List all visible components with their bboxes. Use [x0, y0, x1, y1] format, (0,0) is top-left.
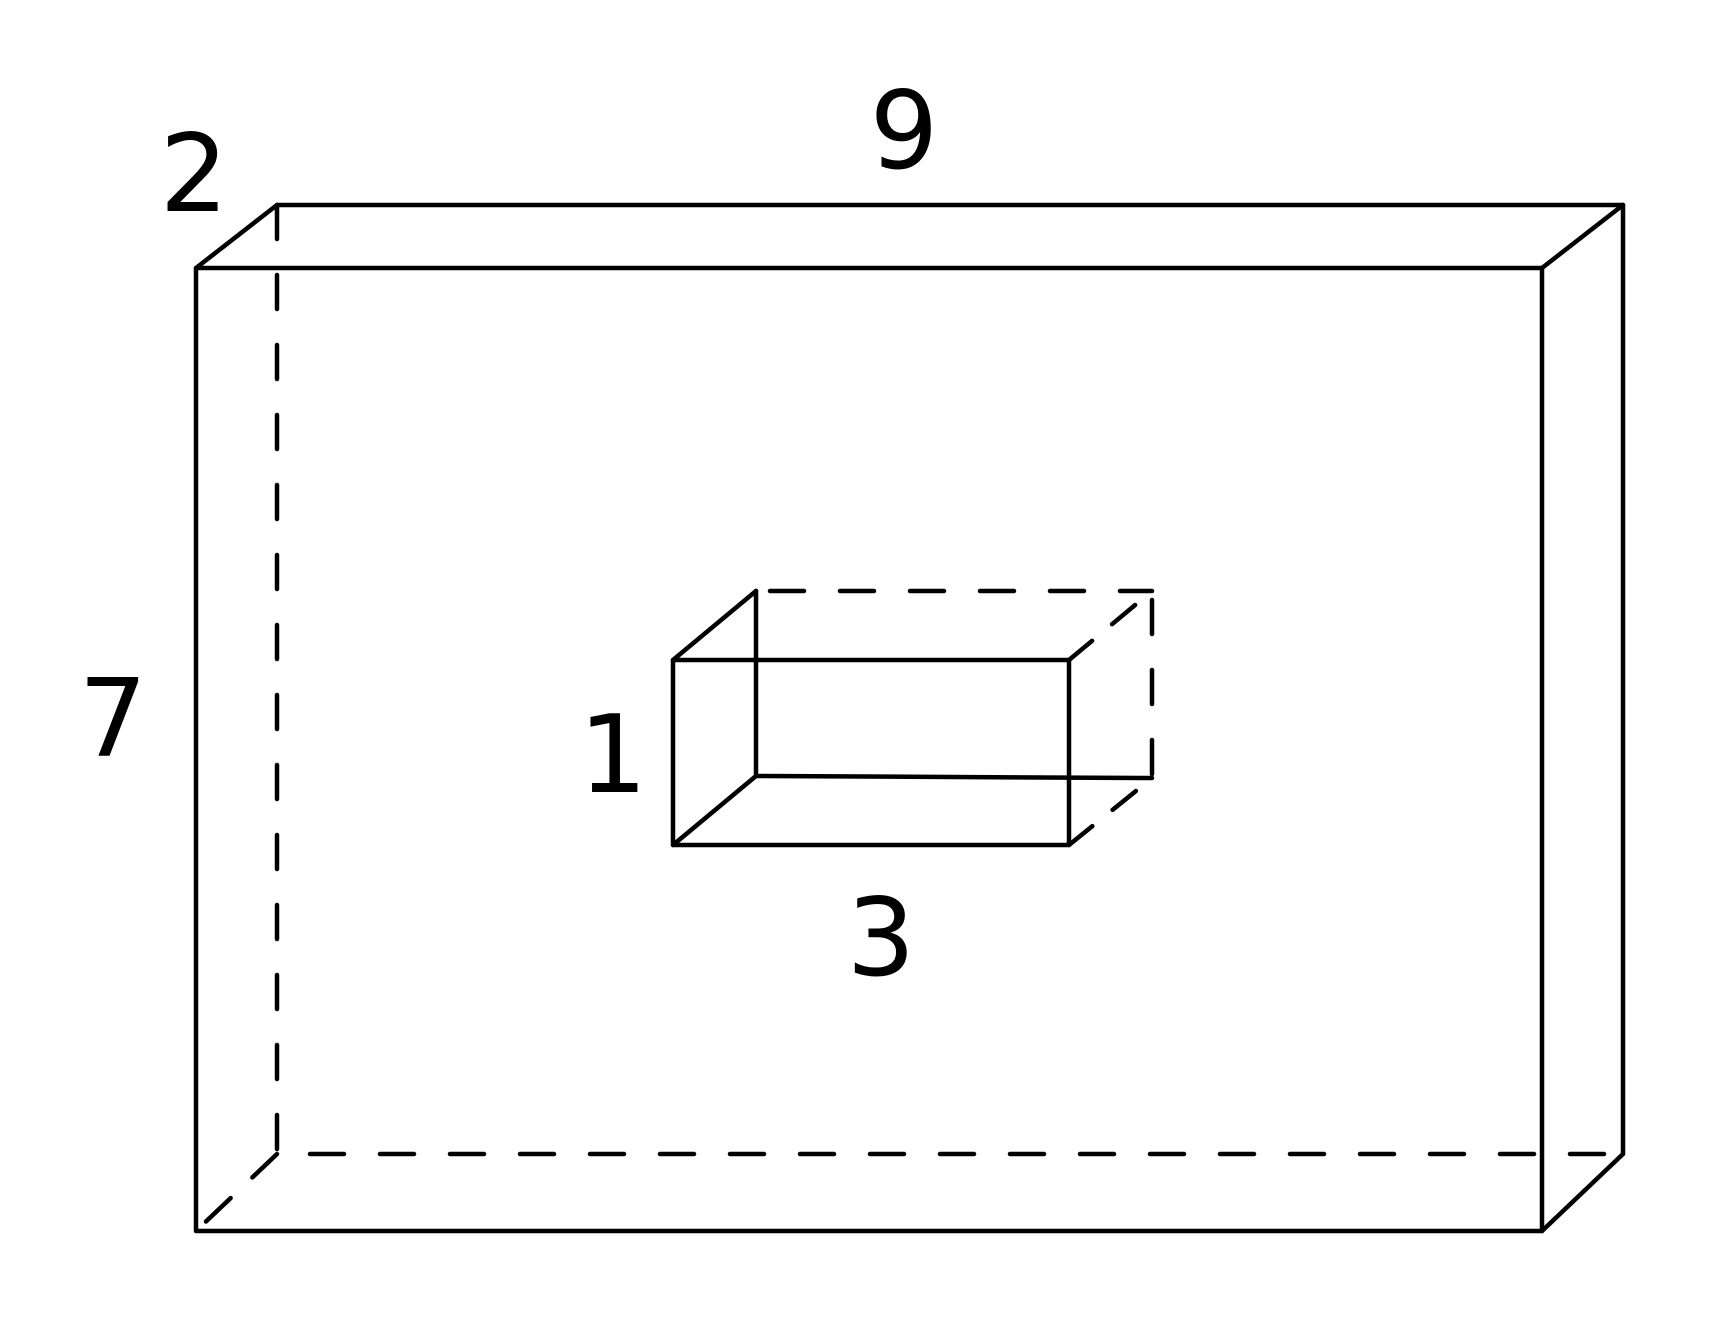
small-box-bottom-left-depth-edge [670, 773, 759, 848]
large-box-height-label: 7 [79, 657, 148, 782]
small-box-hidden-top-right-depth-edge [1066, 588, 1155, 663]
large-box-length-label: 9 [870, 69, 939, 194]
large-box-top-left-depth-edge [193, 202, 280, 271]
dimension-labels: 9 2 7 3 1 [79, 69, 939, 1001]
large-box-top-right-depth-edge [1539, 202, 1626, 271]
small-box-front-face [670, 657, 1072, 848]
small-box-top-left-depth-edge [670, 588, 759, 663]
small-box-height-label: 1 [579, 693, 648, 818]
small-box [670, 588, 1155, 848]
large-box-front-face [193, 265, 1545, 1234]
large-box-bottom-right-depth-edge [1539, 1151, 1626, 1234]
large-box [193, 202, 1626, 1234]
large-box-depth-label: 2 [160, 112, 229, 237]
large-box-hidden-depth-edge [193, 1151, 280, 1234]
small-box-hidden-bottom-right-depth-edge [1066, 775, 1155, 848]
small-box-length-label: 3 [847, 876, 916, 1001]
small-box-back-bottom-edge [753, 773, 1155, 781]
